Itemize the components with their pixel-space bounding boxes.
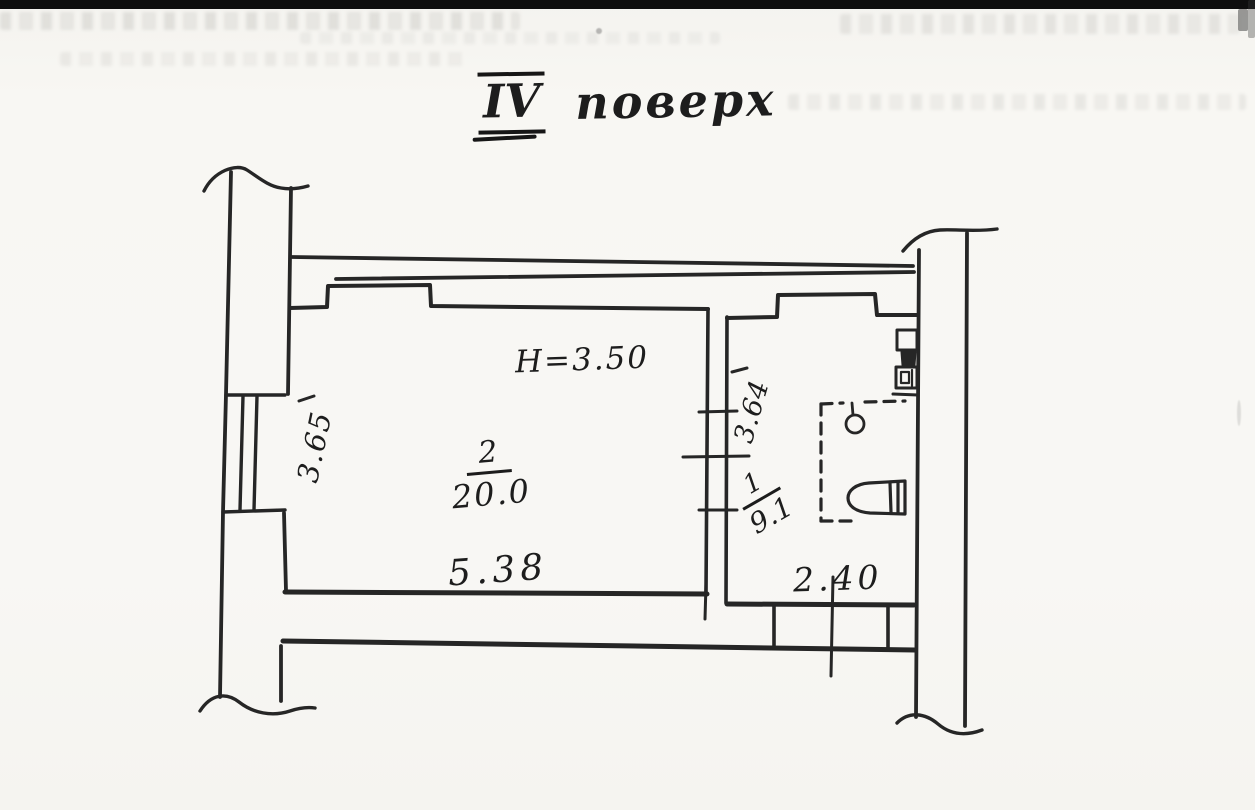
- room2-number: 2: [464, 434, 513, 476]
- room2-width-dimension: 5.38: [446, 546, 550, 595]
- right-wall: [914, 231, 969, 728]
- page-title: IV поверх: [477, 67, 777, 135]
- room1-width-dimension: 2.40: [792, 557, 884, 600]
- bleedthrough-text-row: [840, 14, 1240, 34]
- wall-break-squiggle-icon: [198, 165, 999, 736]
- dimension-ticks: [297, 366, 835, 678]
- ceiling-height-label: H=3.50: [514, 339, 650, 381]
- room1-walls: [724, 292, 919, 651]
- scan-speck: [1237, 400, 1241, 426]
- room2-area: 20.0: [450, 471, 533, 517]
- bleedthrough-text-row: [0, 12, 520, 30]
- scan-edge-mark: [1248, 0, 1255, 38]
- toilet-icon: [846, 479, 907, 516]
- bleedthrough-text-row: [788, 94, 1246, 110]
- left-wall: [218, 170, 293, 703]
- water-heater-icon: [891, 365, 920, 397]
- bleedthrough-text-row: [300, 32, 720, 44]
- shower-head-circle-icon: [844, 401, 866, 435]
- window-icon: [221, 393, 287, 514]
- room2-walls: [282, 283, 710, 597]
- sink-icon: [895, 328, 919, 367]
- room2-label: 2 20.0: [447, 434, 533, 517]
- bottom-wall: [280, 638, 918, 653]
- room-partition-wall: [681, 307, 751, 621]
- top-wall: [290, 255, 916, 281]
- bleedthrough-text-row: [60, 52, 470, 66]
- shower-zone-dashed-outline: [819, 399, 907, 523]
- scan-corner-mark: [1238, 9, 1248, 31]
- scan-speck: [596, 28, 602, 34]
- floor-word: поверх: [574, 72, 777, 130]
- scanner-black-bar: [0, 0, 1255, 9]
- floor-number-roman: IV: [477, 71, 546, 135]
